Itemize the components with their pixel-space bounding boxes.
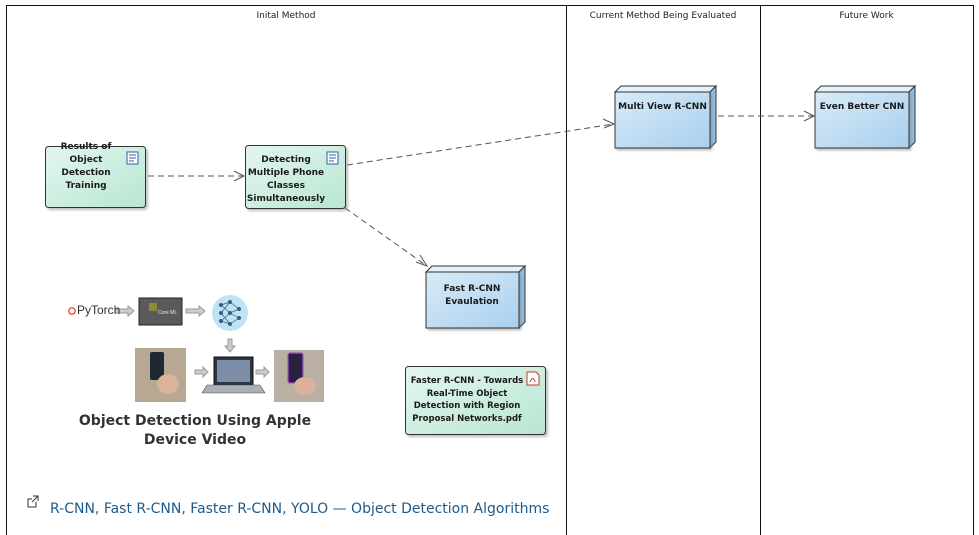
video-thumbnail[interactable] [64, 288, 326, 404]
external-link-icon[interactable] [27, 495, 39, 508]
laptop-icon [201, 356, 266, 394]
neural-network-icon [212, 295, 248, 331]
lane-title-current: Current Method Being Evaluated [589, 11, 737, 21]
pdf-icon [526, 371, 540, 386]
connectors [148, 115, 814, 267]
even-better-node[interactable] [813, 84, 917, 150]
coreml-label: Core ML [158, 310, 178, 316]
fast-rcnn-node[interactable] [424, 264, 527, 330]
detecting-multiple-label: Detecting Multiple Phone Classes Simulta… [246, 155, 326, 204]
pytorch-label: PyTorch [77, 303, 121, 317]
swimlane-frame [6, 5, 974, 535]
faster-rcnn-pdf-artifact[interactable] [405, 366, 546, 435]
fast-rcnn-label: Fast R-CNN Evaulation [443, 284, 501, 307]
faster-rcnn-pdf-label: Faster R-CNN - Towards Real-Time Object … [410, 376, 524, 424]
even-better-label: Even Better CNN [819, 101, 905, 112]
document-icon [326, 151, 339, 165]
results-training-label: Results of Object Detection Training [60, 142, 112, 191]
algorithms-hyperlink[interactable]: R-CNN, Fast R-CNN, Faster R-CNN, YOLO — … [50, 501, 550, 517]
lane-title-initial: Inital Method [256, 11, 316, 21]
lane-title-future: Future Work [839, 11, 894, 21]
results-training-artifact[interactable] [45, 146, 146, 208]
document-icon [126, 151, 139, 165]
pytorch-logo-icon [68, 307, 76, 315]
arrow-icon [114, 304, 270, 379]
connector-detecting-to-multiview [346, 123, 615, 166]
phone-photo-left [135, 348, 186, 402]
connector-detecting-to-fastrcnn [344, 207, 428, 267]
multi-view-label: Multi View R-CNN [618, 101, 707, 112]
multi-view-node[interactable] [613, 84, 718, 150]
coreml-chip-icon [138, 297, 183, 326]
arrowheads [233, 110, 816, 267]
phone-photo-right [274, 350, 324, 402]
detecting-multiple-artifact[interactable] [245, 145, 346, 209]
video-caption[interactable]: Object Detection Using Apple Device Vide… [78, 413, 312, 448]
